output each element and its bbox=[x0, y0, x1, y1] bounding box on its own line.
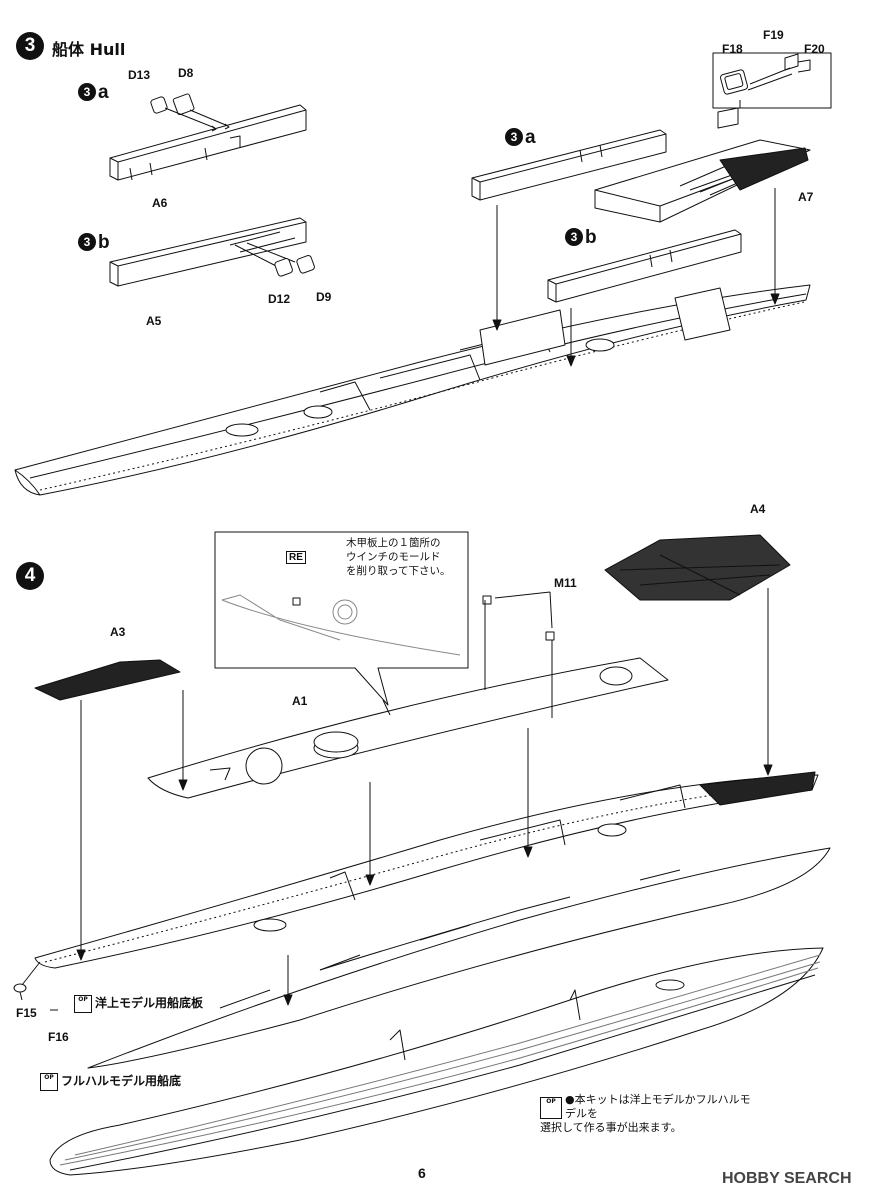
part-a1-drawing bbox=[147, 657, 669, 799]
part-a6-drawing bbox=[109, 104, 307, 181]
part-label-a4: A4 bbox=[750, 502, 766, 516]
hull-step3-drawing bbox=[14, 284, 811, 496]
part-3b-right-drawing bbox=[547, 229, 742, 303]
part-a5-drawing bbox=[109, 217, 307, 287]
page-number: 6 bbox=[418, 1165, 426, 1181]
part-label-a6: A6 bbox=[152, 196, 168, 210]
part-label-d13: D13 bbox=[128, 68, 151, 82]
part-a7-drawing bbox=[594, 139, 811, 223]
part-a4-drawing bbox=[604, 534, 791, 601]
remove-tag: RE bbox=[286, 551, 306, 564]
part-label-d12: D12 bbox=[268, 292, 291, 306]
waterline-bottom-plate-drawing bbox=[87, 847, 831, 1069]
part-3a-right-drawing bbox=[471, 129, 667, 201]
part-a3-drawing bbox=[34, 659, 181, 701]
part-label-f19: F19 bbox=[763, 28, 784, 42]
step-marker-icon: 3 bbox=[78, 233, 96, 251]
part-label-a1: A1 bbox=[292, 694, 308, 708]
callout-text: 木甲板上の１箇所の ウインチのモールド を削り取って下さい。 bbox=[346, 537, 451, 577]
part-label-f15: F15 bbox=[16, 1006, 37, 1020]
step-marker-icon: 3 bbox=[78, 83, 96, 101]
part-label-f18: F18 bbox=[722, 42, 743, 56]
step3-title: 船体 Hull bbox=[52, 40, 126, 59]
model-choice-note: OP ●本キットは洋上モデルかフルハルモデルを 選択して作る事が出来ます。 bbox=[540, 1093, 751, 1134]
option-icon: OP bbox=[74, 994, 92, 1013]
option-icon: OP bbox=[540, 1097, 562, 1119]
fullhull-bottom-drawing bbox=[49, 947, 824, 1176]
part-label-d9: D9 bbox=[316, 290, 332, 304]
part-label-f16: F16 bbox=[48, 1030, 69, 1044]
parts-d12-d9-drawing bbox=[234, 242, 315, 277]
part-label-m11: M11 bbox=[554, 576, 577, 590]
step-marker-icon: 3 bbox=[565, 228, 583, 246]
part-label-a5: A5 bbox=[146, 314, 162, 328]
option-icon: OP bbox=[40, 1072, 58, 1091]
step3-number-badge: 3 bbox=[16, 32, 44, 60]
part-label-a3: A3 bbox=[110, 625, 126, 639]
part-label-a7: A7 bbox=[798, 190, 814, 204]
parts-d13-d8-drawing bbox=[150, 93, 230, 132]
step-marker-icon: 3 bbox=[505, 128, 523, 146]
hull-step4-drawing bbox=[34, 771, 819, 969]
watermark: HOBBY SEARCH bbox=[722, 1170, 852, 1187]
part-label-d8: D8 bbox=[178, 66, 194, 80]
part-label-f20: F20 bbox=[804, 42, 825, 56]
step4-number-badge: 4 bbox=[16, 562, 44, 590]
